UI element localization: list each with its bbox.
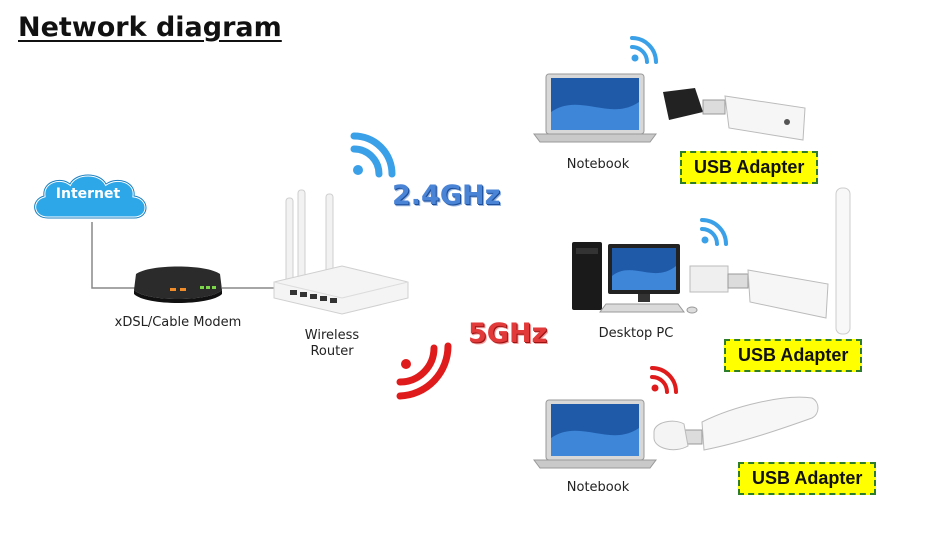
wifi-small-bottom-icon — [650, 366, 678, 394]
notebook-bottom-label: Notebook — [566, 480, 630, 495]
notebook-bottom-icon — [533, 399, 657, 469]
wifi-small-middle-icon — [700, 218, 728, 246]
router-label: Wireless Router — [292, 328, 372, 360]
internet-label: Internet — [55, 186, 121, 202]
wireless-router-icon — [273, 189, 409, 315]
usb-adapter-top-icon — [663, 88, 806, 141]
page-title: Network diagram — [18, 12, 282, 43]
usb-adapter-bottom-callout: USB Adapter — [738, 462, 877, 495]
band-5ghz-label: 5GHz — [468, 318, 548, 349]
internet-cloud-icon — [33, 173, 148, 220]
wifi-5ghz-icon — [396, 342, 452, 400]
internet-modem-link — [91, 222, 136, 289]
desktop-pc-icon — [572, 242, 698, 314]
wifi-24ghz-icon — [350, 132, 396, 178]
desktop-pc-label: Desktop PC — [598, 326, 674, 341]
modem-label: xDSL/Cable Modem — [114, 315, 242, 330]
usb-adapter-middle-callout: USB Adapter — [724, 339, 863, 372]
band-24ghz-label: 2.4GHz — [392, 180, 501, 211]
usb-adapter-top-callout: USB Adapter — [680, 151, 819, 184]
router-label-line1: Wireless — [304, 328, 360, 343]
usb-adapter-middle-icon — [689, 187, 851, 335]
notebook-top-label: Notebook — [566, 157, 630, 172]
router-label-line2: Router — [310, 344, 354, 359]
wifi-small-top-icon — [630, 36, 658, 64]
notebook-top-icon — [533, 73, 657, 143]
usb-adapter-bottom-icon — [653, 396, 819, 451]
modem-icon — [134, 266, 222, 303]
